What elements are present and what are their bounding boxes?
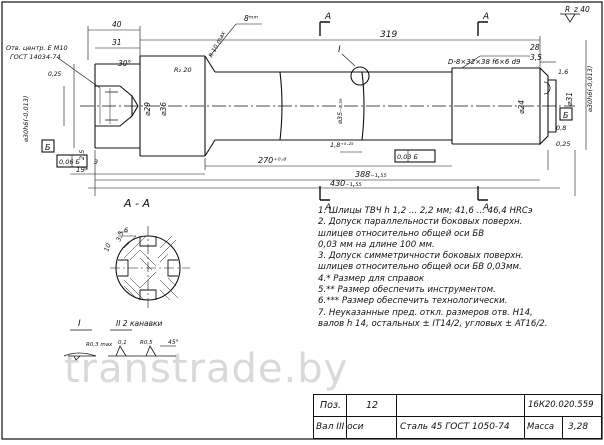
part-name: Вал III оси xyxy=(316,422,364,432)
dim-28: 28 xyxy=(530,43,540,52)
watermark: transtrade.by xyxy=(64,346,349,392)
dim-19: 19* xyxy=(76,166,89,174)
center-hole-note-1: Отв. центр. Е М10 xyxy=(6,44,68,52)
section-title: А - А xyxy=(123,197,150,210)
tolerance-mid: 0,03 Б xyxy=(397,153,419,161)
detail-i-circle xyxy=(350,66,370,86)
dim-1-6: 1,6 xyxy=(558,68,568,76)
material: Сталь 45 ГОСТ 1050-74 xyxy=(400,422,510,432)
detail-i-label: I xyxy=(78,319,81,329)
tolerance-frame-mid xyxy=(394,149,436,163)
section-dim-6: 6 xyxy=(124,226,128,234)
center-hole-note-2: ГОСТ 14034-74 xyxy=(10,53,61,61)
technical-notes: 1. Шлицы ТВЧ h 1,2 ... 2,2 мм; 41,6 ... … xyxy=(318,206,600,330)
dim-40: 40 xyxy=(112,20,122,29)
note-line: 0,03 мм на длине 100 мм. xyxy=(318,239,435,250)
section-dim-10: 10 xyxy=(102,242,112,253)
note-line: валов h 14, остальных ± IT14/2, угловых … xyxy=(318,318,548,329)
note-line: шлицев относительно общей оси БВ xyxy=(318,228,485,239)
datum-b-right-frame xyxy=(559,107,573,121)
tolerance-left: 0,06 Б xyxy=(59,158,81,166)
note-line: 6.*** Размер обеспечить технологически. xyxy=(318,296,508,307)
center-hole xyxy=(95,85,133,127)
dim-phi36: ⌀36 xyxy=(159,102,168,116)
pos-value: 12 xyxy=(366,400,379,411)
dim-phi24: ⌀24 xyxy=(517,100,526,114)
dim-phi31: ⌀31 xyxy=(565,92,574,106)
dim-388: 388₋₁,₅₅ xyxy=(355,170,387,179)
detail-0-1: 0,1 xyxy=(118,340,127,346)
dim-phi30-right: ⌀30h6(-0,013) xyxy=(586,66,594,112)
mass-label: Масса xyxy=(527,422,555,432)
section-mark-a-bot1: A xyxy=(324,203,331,213)
note-line: 2. Допуск параллельности боковых поверхн… xyxy=(318,217,523,228)
dim-phi30: ⌀30h6(-0,013) xyxy=(22,96,30,142)
dim-3: 3 xyxy=(94,158,98,166)
section-mark-a-top1: A xyxy=(324,12,331,22)
dim-phi35: ⌀35₋₀,₃₉ xyxy=(336,98,344,124)
spline-note: D-8×32×38 f6×6 d9 xyxy=(448,58,521,66)
dim-r10max: R 10 max xyxy=(208,30,228,59)
section-mark-a-bot2: A xyxy=(482,203,489,213)
dim-r-0-25: 0,25 xyxy=(48,71,62,78)
dim-2-5: 2,5 xyxy=(78,150,86,160)
section-mark-a-top2: A xyxy=(482,12,489,22)
dim-1-8: 1,8⁺⁰·²⁵ xyxy=(330,141,354,149)
pos-label: Поз. xyxy=(320,400,342,411)
title-block: Поз. 12 16К20.020.559 Вал III оси Сталь … xyxy=(313,394,602,439)
dim-319: 319 xyxy=(380,30,397,40)
section-dim-3-5: 3,5 xyxy=(114,230,125,242)
chamfer-30: 30° xyxy=(118,59,132,68)
note-line: 5.** Размер обеспечить инструментом. xyxy=(318,285,496,296)
note-line: 3. Допуск симметричности боковых поверхн… xyxy=(318,251,524,262)
mass-value: 3,28 xyxy=(568,422,589,432)
dim-3-5: 3,5 xyxy=(530,53,542,62)
shaft-left-end xyxy=(94,63,140,149)
detail-ii-label: II 2 канавки xyxy=(116,319,163,328)
dim-8mm: 8ᵐᵐ xyxy=(244,14,258,23)
detail-r0-5: R0,5 xyxy=(140,340,153,346)
dim-phi29: ⌀29 xyxy=(143,102,152,116)
note-line: 7. Неуказанные пред. откл. размеров отв.… xyxy=(318,307,533,318)
note-line: 1. Шлицы ТВЧ h 1,2 ... 2,2 мм; 41,6 ... … xyxy=(318,206,533,216)
note-line: 4.* Размер для справок xyxy=(318,273,425,284)
datum-b-left-frame xyxy=(41,139,55,153)
view-mark-i: I xyxy=(338,45,341,55)
note-line: шлицев относительно общей оси БВ 0,03мм. xyxy=(318,262,522,273)
roughness-top: R_z 40 xyxy=(565,5,590,14)
dim-31: 31 xyxy=(112,38,122,47)
dim-0-8: 0,8 xyxy=(556,124,566,132)
dim-430: 430₋₁,₅₅ xyxy=(330,179,362,188)
datum-b-left: Б xyxy=(45,143,51,152)
doc-code: 16К20.020.559 xyxy=(528,400,594,410)
dim-0-25: 0,25 xyxy=(556,140,570,148)
detail-45: 45° xyxy=(168,339,179,346)
dim-r20: R₂ 20 xyxy=(174,66,191,74)
dim-270: 270⁺⁰·⁶ xyxy=(258,156,287,165)
datum-b-right: Б xyxy=(563,111,569,120)
detail-r03max: R0,3 max xyxy=(86,342,113,348)
